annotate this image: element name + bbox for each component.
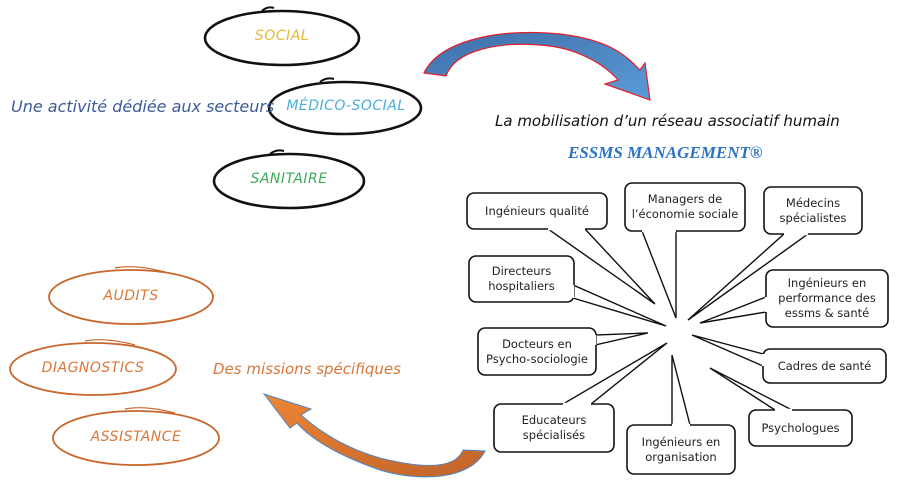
callout-box-medecins-specialistes <box>763 186 863 235</box>
callout-line: Directeurs <box>491 264 552 278</box>
sector-label-medico-social: MÉDICO-SOCIAL <box>286 98 406 114</box>
mission-label-audits: AUDITS <box>103 288 159 304</box>
callout-box-managers-economie-sociale <box>624 182 746 232</box>
mission-label-diagnostics: DIAGNOSTICS <box>41 360 145 376</box>
callout-box-docteurs-psycho-sociologie <box>477 327 597 376</box>
callout-box-psychologues <box>748 409 853 447</box>
callout-box-ingenieurs-qualite <box>466 192 608 230</box>
callout-line: Cadres de santé <box>777 358 872 373</box>
callout-tail-directeurs-hospitaliers <box>572 283 667 327</box>
callout-line: Ingénieurs qualité <box>485 203 589 218</box>
callout-line: Ingénieurs en <box>787 276 867 290</box>
callout-cadres-de-sante: Cadres de santé <box>763 349 886 383</box>
callout-tails <box>545 228 811 426</box>
callout-line: Educateurs <box>521 413 587 427</box>
callout-tail-cadres-de-sante <box>691 334 764 368</box>
brand-title: ESSMS MANAGEMENT® <box>568 143 763 162</box>
callout-line: l’économie sociale <box>631 207 739 221</box>
callout-tail-managers-economie-sociale <box>640 230 677 319</box>
callout-box-directeurs-hospitaliers <box>468 255 575 303</box>
callout-line: spécialisés <box>522 428 586 442</box>
callout-boxes <box>466 182 889 475</box>
callout-tail-ingenieurs-organisation <box>671 354 691 426</box>
sector-ellipse-sanitaire <box>212 149 366 210</box>
arrow-to-network <box>423 31 651 101</box>
callout-line: performance des <box>778 291 876 305</box>
callout-ingenieurs-qualite: Ingénieurs qualité <box>467 193 607 229</box>
missions-intro: Des missions spécifiques <box>213 360 401 378</box>
callout-line: Psycho-sociologie <box>486 351 588 366</box>
callout-box-educateurs-specialises <box>493 403 615 453</box>
sector-label-sanitaire: SANITAIRE <box>250 171 328 187</box>
network-heading: La mobilisation d’un réseau associatif h… <box>495 112 840 130</box>
mission-label-assistance: ASSISTANCE <box>90 429 182 445</box>
callout-psychologues: Psychologues <box>749 410 852 446</box>
sector-label-social: SOCIAL <box>254 28 310 44</box>
callout-line: spécialistes <box>779 210 847 225</box>
callout-line: Docteurs en <box>502 336 572 351</box>
callout-line: hospitaliers <box>488 279 555 293</box>
sectors-intro: Une activité dédiée aux secteurs <box>11 97 275 116</box>
sector-ellipse-medico-social <box>267 77 423 136</box>
callout-tail-docteurs-psycho-sociologie <box>594 332 649 346</box>
callout-line: Ingénieurs en <box>641 434 721 449</box>
mission-ellipse-audits <box>48 266 214 325</box>
sector-ellipse-social <box>203 6 361 67</box>
callout-line: Psychologues <box>761 420 840 435</box>
callout-line: essms & santé <box>784 306 870 320</box>
mission-ellipse-assistance <box>52 407 220 466</box>
arrow-to-missions <box>262 393 486 478</box>
callout-line: Médecins <box>785 195 841 210</box>
callout-line: organisation <box>645 449 717 464</box>
callout-line: Managers de <box>647 192 723 206</box>
mission-ellipse-diagnostics <box>9 339 177 396</box>
